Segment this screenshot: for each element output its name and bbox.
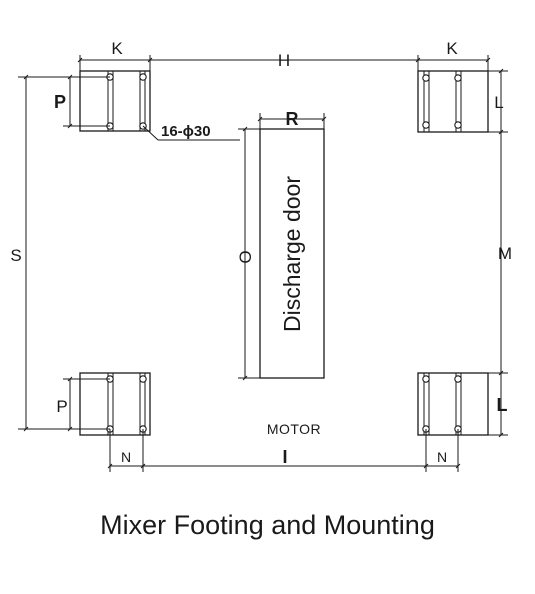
svg-text:L: L	[494, 93, 503, 112]
svg-text:P: P	[56, 397, 67, 416]
bolt-hole	[422, 121, 430, 129]
motor-label: MOTOR	[267, 421, 321, 437]
dimension-i: I	[143, 447, 429, 469]
bolt-hole	[454, 74, 462, 82]
dimension-k-left: K	[77, 39, 153, 71]
dimension-p-bottom: P	[56, 376, 110, 432]
dimension-r: R	[257, 109, 327, 129]
svg-text:K: K	[446, 39, 458, 58]
bolt-hole	[139, 73, 147, 81]
svg-text:N: N	[437, 449, 447, 465]
dimension-l-bottom: L	[488, 373, 508, 438]
svg-text:P: P	[54, 92, 66, 112]
footing-plate-top-right	[417, 70, 489, 133]
svg-text:L: L	[497, 395, 508, 415]
footing-plate-bottom-right	[417, 372, 489, 436]
footing-plate-bottom-left	[79, 372, 151, 436]
bolt-note: 16-ϕ30	[142, 123, 240, 141]
svg-text:H: H	[278, 51, 290, 70]
svg-text:S: S	[10, 246, 21, 265]
bolt-hole	[139, 375, 147, 383]
svg-text:R: R	[286, 109, 299, 129]
discharge-door-outline	[259, 128, 325, 379]
svg-text:I: I	[282, 447, 287, 467]
svg-text:M: M	[498, 244, 512, 263]
dimension-p-top: P	[54, 74, 110, 129]
mixer-footing-diagram: Discharge door K H K P P	[10, 39, 512, 472]
dimension-n-right: N	[425, 429, 461, 472]
dimension-m: M	[488, 132, 512, 376]
footing-plate-top-left	[79, 70, 151, 132]
dimension-h: H	[150, 51, 421, 71]
dimension-k-right: K	[418, 39, 491, 71]
svg-text:O: O	[236, 250, 255, 263]
bolt-hole	[454, 121, 462, 129]
bolt-hole	[422, 74, 430, 82]
bolt-hole	[422, 375, 430, 383]
dimension-l-top: L	[488, 68, 508, 135]
diagram-caption: Mixer Footing and Mounting	[100, 510, 435, 540]
svg-text:16-ϕ30: 16-ϕ30	[161, 123, 211, 140]
discharge-door-label: Discharge door	[279, 176, 305, 332]
svg-text:N: N	[121, 449, 131, 465]
dimension-n-left: N	[107, 429, 146, 472]
svg-text:K: K	[111, 39, 123, 58]
bolt-hole	[454, 375, 462, 383]
dimension-o: O	[236, 126, 260, 381]
dimension-s: S	[10, 74, 80, 432]
